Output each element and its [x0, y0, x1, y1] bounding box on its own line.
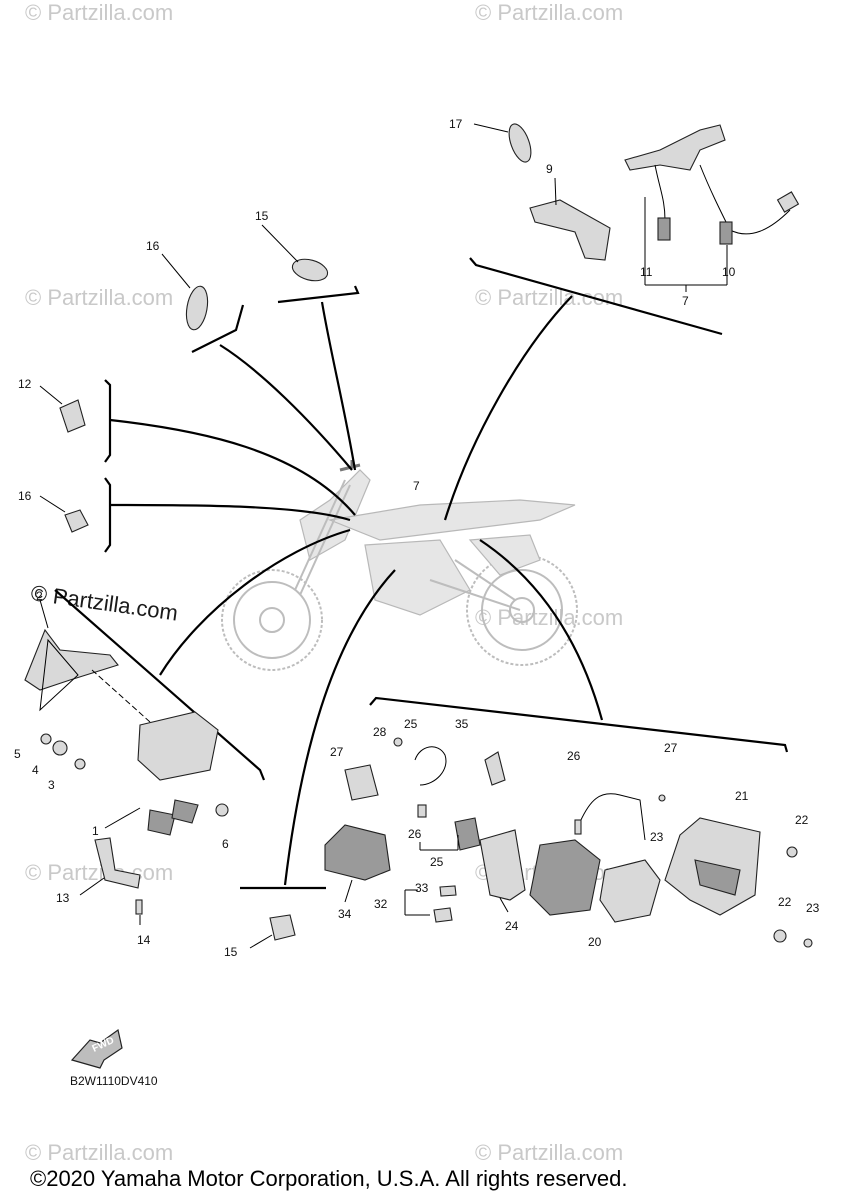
part-34-box: [324, 824, 391, 903]
callout: 27: [664, 741, 678, 755]
callout: 21: [735, 789, 749, 803]
callout: 25: [404, 717, 418, 731]
part-35-clip: [484, 751, 506, 786]
callout: 34: [338, 907, 352, 921]
callout: 17: [449, 117, 463, 131]
callout: 27: [330, 745, 344, 759]
part-23-pad: [599, 859, 661, 923]
callout: 10: [722, 265, 736, 279]
watermark-prominent: © Partzilla.com: [29, 580, 179, 625]
part-15-sensor: [39, 495, 89, 533]
part-12-bracket: [79, 837, 141, 896]
part-25-harness: [393, 737, 481, 851]
callout: 26: [567, 749, 581, 763]
part-1-relay: [91, 669, 219, 836]
callout: 1: [92, 824, 99, 838]
callout: 33: [415, 881, 429, 895]
callout: 24: [505, 919, 519, 933]
callout: 7: [413, 479, 420, 493]
part-20-battery-box: [664, 817, 813, 948]
callout: 11: [640, 265, 653, 279]
part-10: [529, 177, 611, 261]
callout: 14: [137, 933, 151, 947]
watermark: © Partzilla.com: [475, 1140, 623, 1165]
part-32-33: [404, 885, 457, 923]
callout: 25: [430, 855, 444, 869]
part-24-cover: [479, 829, 526, 913]
watermark: © Partzilla.com: [25, 1140, 173, 1165]
callout-labels: 17 9 15 16 11 10 7 12 16 7 2 5 4 3 1 6 1…: [14, 117, 820, 959]
callout: 16: [146, 239, 160, 253]
watermark: © Partzilla.com: [25, 0, 173, 25]
callout: 5: [14, 747, 21, 761]
part-30: [344, 764, 379, 801]
leader-lines: [109, 295, 604, 886]
small-parts-3-4-5-6: [40, 733, 229, 817]
callout: 12: [18, 377, 32, 391]
callout: 6: [222, 837, 229, 851]
watermark: © Partzilla.com: [25, 285, 173, 310]
motorcycle-illustration: [221, 460, 578, 671]
part-2-bracket: [24, 599, 119, 712]
callout: 26: [408, 827, 422, 841]
part-16-band: [261, 224, 329, 282]
callout: 9: [546, 162, 553, 176]
callout: 15: [255, 209, 269, 223]
brackets: [54, 257, 789, 890]
watermarks: © Partzilla.com © Partzilla.com © Partzi…: [25, 0, 623, 1165]
callout: 15: [224, 945, 238, 959]
callout: 20: [588, 935, 602, 949]
callout: 23: [650, 830, 664, 844]
callout: 3: [48, 778, 55, 792]
part-18-clip: [473, 123, 532, 163]
part-17-band: [161, 253, 209, 331]
diagram-code: B2W1110DV410: [70, 1074, 158, 1088]
callout: 16: [18, 489, 32, 503]
callout: 7: [682, 294, 689, 308]
callout: 28: [373, 725, 387, 739]
callout: 32: [374, 897, 388, 911]
callout: 2: [36, 589, 43, 603]
callout: 4: [32, 763, 39, 777]
callout: 13: [56, 891, 70, 905]
part-19-battery: [529, 839, 601, 916]
part-13-bolt: [135, 899, 143, 925]
watermark: © Partzilla.com: [475, 0, 623, 25]
watermark: © Partzilla.com: [25, 860, 173, 885]
copyright-notice: ©2020 Yamaha Motor Corporation, U.S.A. A…: [30, 1166, 627, 1191]
part-7-harness: [624, 124, 800, 292]
fwd-arrow-icon: FWD: [70, 1028, 123, 1069]
callout: 23: [806, 901, 820, 915]
part-11-connector: [39, 385, 86, 433]
callout: 22: [795, 813, 809, 827]
callout: 22: [778, 895, 792, 909]
part-14-bolt: [249, 914, 296, 949]
watermark: © Partzilla.com: [475, 605, 623, 630]
watermark: © Partzilla.com: [475, 285, 623, 310]
callout: 35: [455, 717, 469, 731]
part-26-lead: [574, 793, 666, 841]
